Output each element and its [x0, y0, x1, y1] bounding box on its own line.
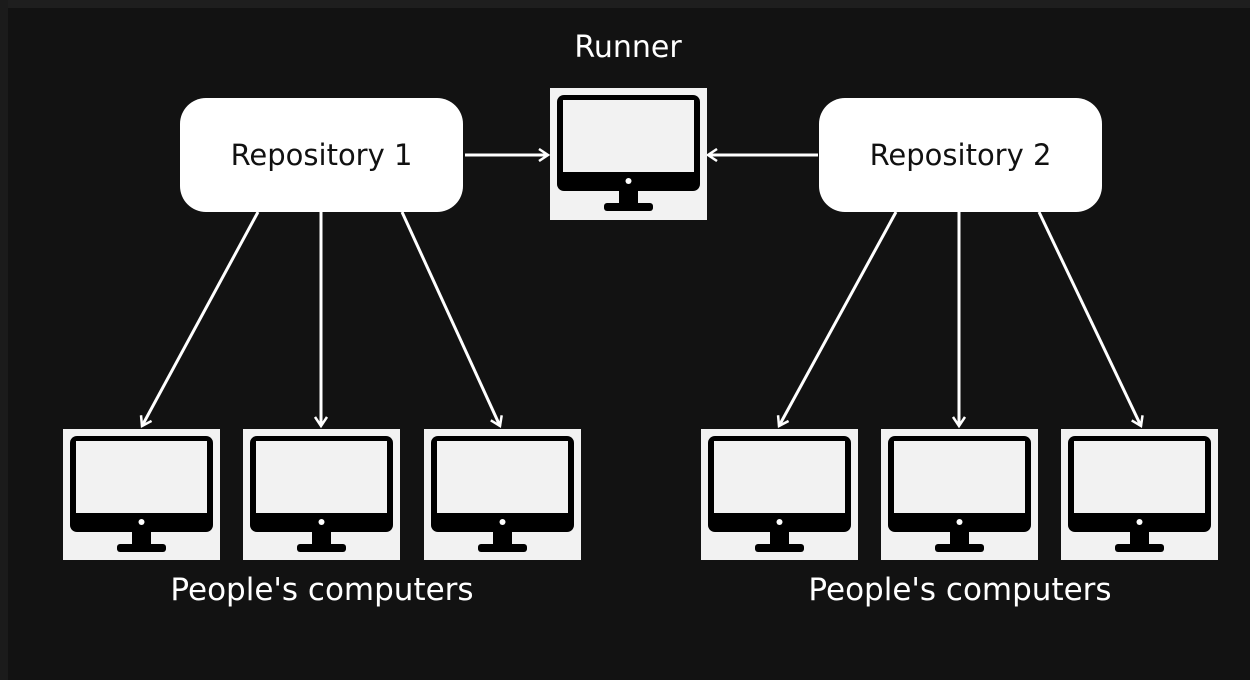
window-left-edge	[0, 0, 8, 680]
monitor-glyph	[557, 95, 700, 211]
monitor-glyph	[888, 436, 1031, 552]
repository-1-box[interactable]: Repository 1	[180, 98, 463, 212]
repository-2-label: Repository 2	[869, 138, 1052, 172]
group-2-caption: People's computers	[808, 572, 1112, 608]
monitor-glyph	[70, 436, 213, 552]
runner-label: Runner	[574, 30, 682, 65]
arrow-repo2-to-computer-3	[1037, 211, 1141, 426]
computer-icon	[701, 429, 858, 560]
computer-icon	[63, 429, 220, 560]
window-top-edge	[0, 0, 1250, 8]
computer-icon	[243, 429, 400, 560]
computer-icon	[1061, 429, 1218, 560]
group-1-caption: People's computers	[170, 572, 474, 608]
runner-computer-icon	[550, 88, 707, 220]
monitor-glyph	[1068, 436, 1211, 552]
arrow-repo1-to-computer-3	[400, 211, 500, 426]
arrow-repo1-to-computer-1	[142, 211, 260, 426]
arrow-repo2-to-computer-1	[779, 211, 898, 426]
repository-2-box[interactable]: Repository 2	[819, 98, 1102, 212]
computer-icon	[424, 429, 581, 560]
monitor-glyph	[250, 436, 393, 552]
monitor-glyph	[708, 436, 851, 552]
computer-icon	[881, 429, 1038, 560]
repository-1-label: Repository 1	[230, 138, 413, 172]
monitor-glyph	[431, 436, 574, 552]
